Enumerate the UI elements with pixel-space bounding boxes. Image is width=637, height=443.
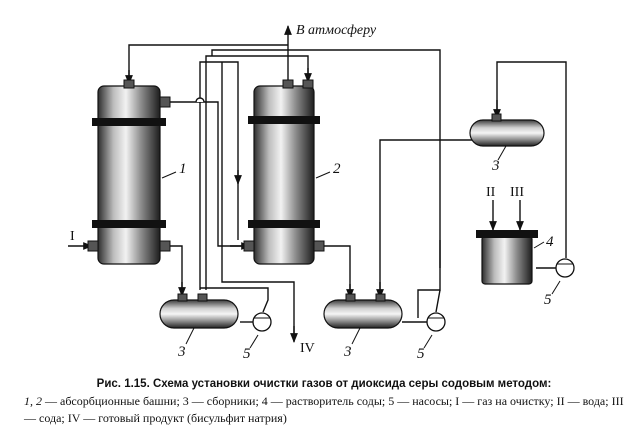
label-tower-2: 2	[333, 161, 341, 177]
caption-body: 1, 2 — абсорбционные башни; 3 — сборники…	[24, 393, 624, 427]
soda-dissolver	[476, 230, 545, 285]
process-flow-diagram: 1 2 3 3 3 4 5 5 5 I II III IV В атмосфер…	[68, 23, 575, 362]
pipe-collector-c-down	[379, 139, 474, 296]
label-soda: III	[510, 185, 524, 200]
label-pump-b: 5	[417, 346, 425, 362]
label-collector-c: 3	[491, 158, 500, 174]
pump-c	[551, 258, 575, 295]
pump-b	[423, 312, 446, 349]
figure-caption: Рис. 1.15. Схема установки очистки газов…	[24, 376, 624, 427]
label-dissolver: 4	[546, 234, 554, 250]
absorption-tower-2	[243, 79, 331, 265]
label-pump-c: 5	[544, 292, 552, 308]
label-pump-a: 5	[243, 346, 251, 362]
label-collector-b: 3	[343, 344, 352, 360]
pump-a	[249, 312, 272, 349]
pipe-pump-b-return	[435, 289, 441, 313]
label-product: IV	[300, 341, 315, 356]
pipe-top-recirc-1	[199, 61, 239, 290]
pipe-product-iv	[221, 62, 295, 340]
pipe-tower2-drain	[318, 245, 351, 296]
label-gas-in: I	[70, 229, 75, 244]
label-water: II	[486, 185, 496, 200]
label-atmosphere: В атмосферу	[296, 23, 377, 38]
caption-legend-text: — абсорбционные башни; 3 — сборники; 4 —…	[24, 394, 624, 425]
pipe-pump-c-up	[496, 61, 567, 258]
caption-items-1-2: 1, 2	[24, 394, 42, 408]
label-tower-1: 1	[179, 161, 187, 177]
collector-c	[469, 113, 545, 161]
pipe-pump-a-return	[200, 287, 269, 313]
pipe-tower1-drain	[163, 245, 183, 296]
collector-b	[323, 293, 403, 345]
caption-title: Рис. 1.15. Схема установки очистки газов…	[96, 378, 552, 390]
pipe-top-to-tower1	[128, 44, 288, 82]
pipe-top-recirc-3	[211, 49, 441, 318]
absorption-tower-1	[87, 79, 177, 265]
collector-a	[159, 293, 239, 345]
label-collector-a: 3	[177, 344, 186, 360]
